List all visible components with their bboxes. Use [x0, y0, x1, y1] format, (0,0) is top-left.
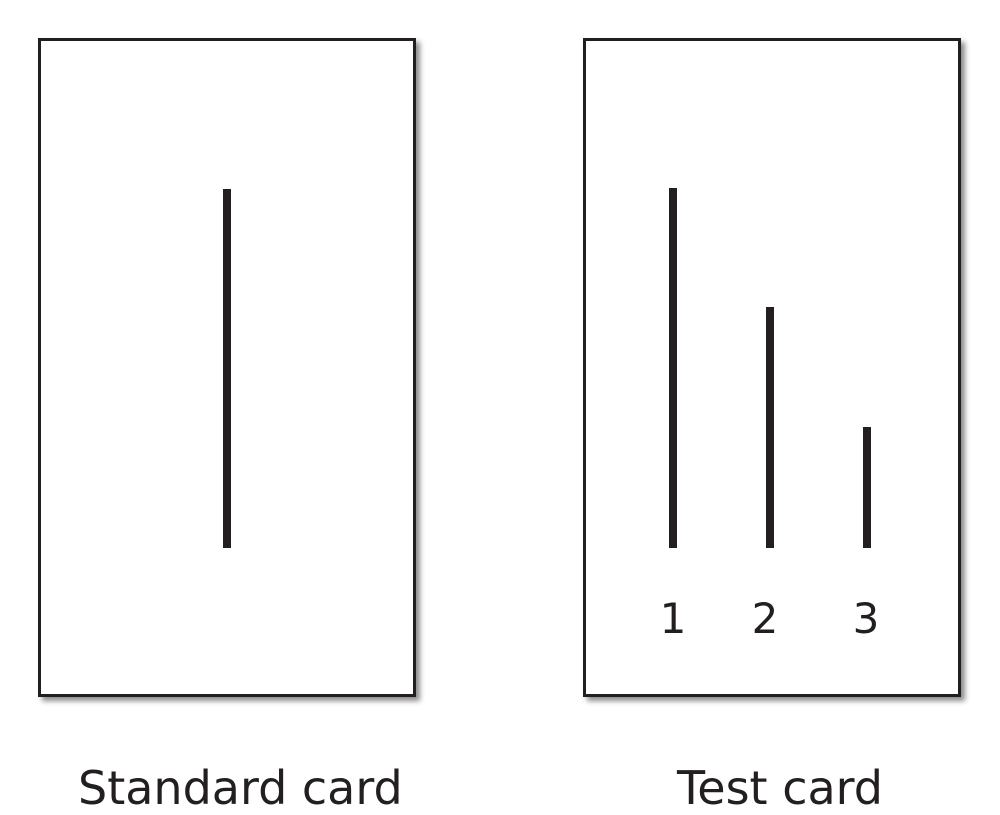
test-line-1 — [669, 188, 677, 548]
standard-line — [223, 189, 231, 548]
test-line-2 — [766, 307, 774, 548]
test-card-caption: Test card — [677, 761, 883, 815]
test-line-label-1: 1 — [659, 594, 687, 643]
test-line-3 — [863, 427, 871, 548]
test-line-label-2: 2 — [751, 594, 779, 643]
test-line-label-3: 3 — [852, 594, 880, 643]
standard-card-caption: Standard card — [78, 761, 403, 815]
